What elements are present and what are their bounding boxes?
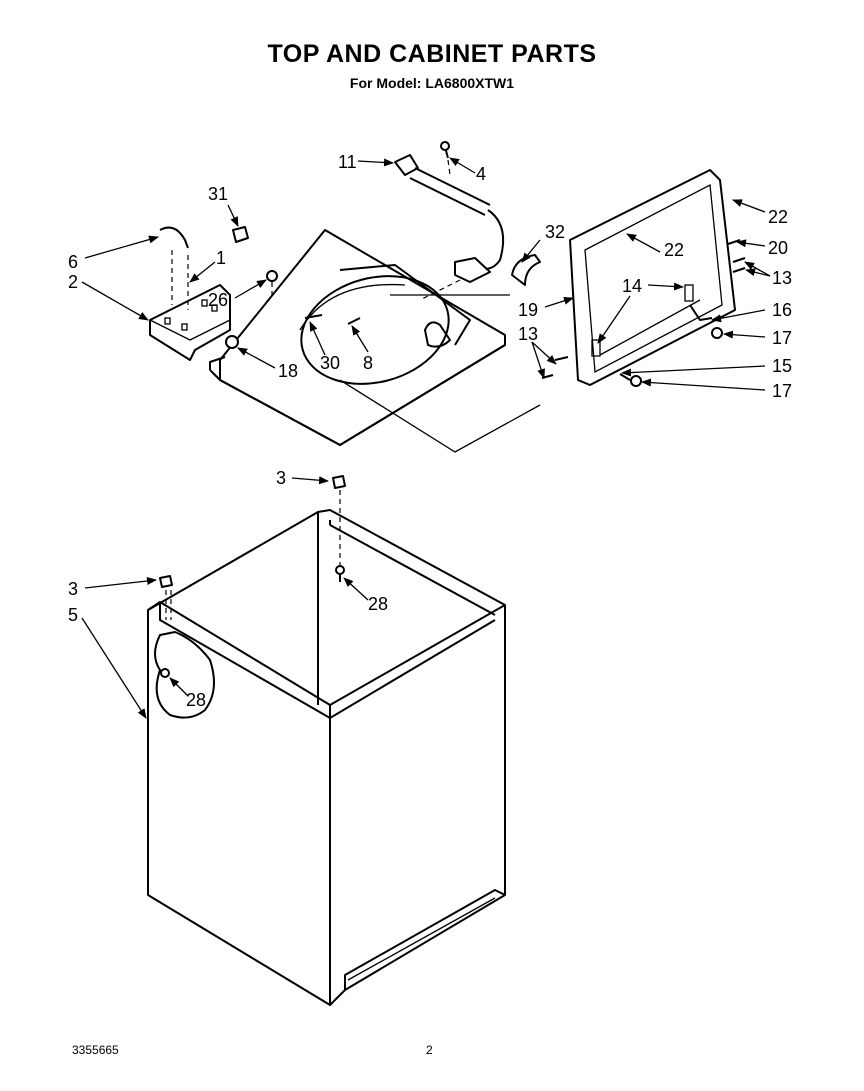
- callout-2: 2: [68, 272, 78, 292]
- callout-13-left: 13: [518, 324, 538, 344]
- top-panel: [209, 229, 506, 446]
- callout-17-upper: 17: [772, 328, 792, 348]
- hinge-pin: [159, 226, 189, 249]
- callout-6: 6: [68, 252, 78, 272]
- callout-leaders: [81, 157, 771, 719]
- callout-31: 31: [208, 184, 228, 204]
- callout-22-lower: 22: [664, 240, 684, 260]
- callout-28-upper: 28: [368, 594, 388, 614]
- document-number: 3355665: [72, 1043, 119, 1057]
- screw-30: [304, 314, 323, 319]
- callout-26: 26: [208, 290, 228, 310]
- callout-18: 18: [278, 361, 298, 381]
- callout-19: 19: [518, 300, 538, 320]
- screw-4: [440, 141, 451, 176]
- callout-8: 8: [363, 353, 373, 373]
- callout-28-lower: 28: [186, 690, 206, 710]
- callout-16: 16: [772, 300, 792, 320]
- callout-17-lower: 17: [772, 381, 792, 401]
- callout-30: 30: [320, 353, 340, 373]
- callout-14: 14: [622, 276, 642, 296]
- clip-31: [232, 226, 249, 243]
- lid-switch-harness: [394, 154, 504, 301]
- pad-18: [225, 335, 239, 349]
- page-title: TOP AND CABINET PARTS: [267, 40, 597, 68]
- callout-32: 32: [545, 222, 565, 242]
- hinge-bracket: [149, 284, 231, 361]
- screw-8: [347, 317, 361, 325]
- callout-22-upper: 22: [768, 207, 788, 227]
- callout-5: 5: [68, 605, 78, 625]
- grommet-26: [266, 270, 278, 282]
- callout-20: 20: [768, 238, 788, 258]
- callout-1: 1: [216, 248, 226, 268]
- callout-13-right: 13: [772, 268, 792, 288]
- model-subtitle: For Model: LA6800XTW1: [349, 75, 515, 91]
- dispenser-cover: [511, 254, 541, 286]
- cabinet: [147, 475, 506, 1006]
- callout-3-lower: 3: [68, 579, 78, 599]
- callout-4: 4: [476, 164, 486, 184]
- callout-15: 15: [772, 356, 792, 376]
- callout-numbers: 11 4 31 6 1 2 26 32 22 22 20 13 14 19 16…: [68, 152, 792, 710]
- page-number: 2: [426, 1043, 433, 1057]
- callout-3-upper: 3: [276, 468, 286, 488]
- callout-11: 11: [338, 152, 357, 172]
- lid-assembly: [541, 169, 746, 387]
